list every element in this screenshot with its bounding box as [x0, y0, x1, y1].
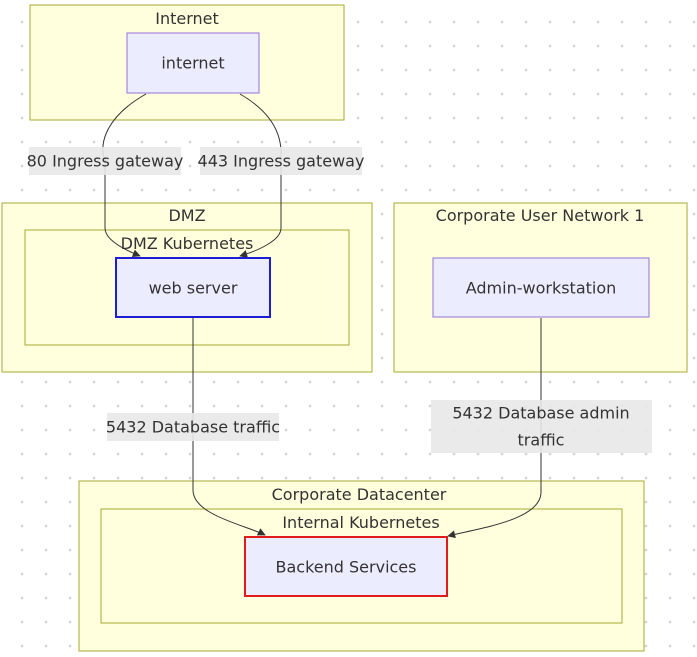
node-web-server[interactable]: web server — [115, 257, 271, 318]
node-admin-workstation-label: Admin-workstation — [466, 279, 617, 298]
cluster-internet: Internet — [29, 4, 345, 121]
edge-label-database-admin-line2: traffic — [518, 431, 565, 450]
edge-label-database-admin-traffic: 5432 Database admin traffic — [431, 400, 652, 453]
edge-database-traffic — [192, 318, 266, 536]
node-web-server-label: web server — [149, 279, 238, 298]
cluster-label-dmz: DMZ — [168, 206, 205, 225]
node-admin-workstation[interactable]: Admin-workstation — [432, 257, 650, 318]
node-backend-services-label: Backend Services — [276, 558, 417, 577]
cluster-label-internet: Internet — [155, 9, 219, 28]
edge-label-https-ingress: 443 Ingress gateway — [198, 147, 365, 175]
node-internet[interactable]: internet — [126, 32, 260, 94]
edge-label-database-traffic-text: 5432 Database traffic — [106, 418, 280, 437]
cluster-label-corporate-datacenter: Corporate Datacenter — [272, 485, 447, 504]
cluster-label-corporate-user-network: Corporate User Network 1 — [436, 206, 645, 225]
edge-label-https-ingress-text: 443 Ingress gateway — [198, 152, 365, 171]
node-internet-label: internet — [161, 54, 224, 73]
edge-label-http-ingress-text: 80 Ingress gateway — [27, 152, 184, 171]
edge-database-admin-traffic — [447, 318, 542, 539]
edge-label-database-traffic: 5432 Database traffic — [106, 413, 280, 441]
edge-label-database-admin-line1: 5432 Database admin — [452, 404, 629, 423]
cluster-label-dmz-kubernetes: DMZ Kubernetes — [121, 234, 254, 253]
cluster-label-internal-kubernetes: Internal Kubernetes — [282, 513, 439, 532]
edge-label-http-ingress: 80 Ingress gateway — [27, 147, 184, 175]
node-backend-services[interactable]: Backend Services — [244, 536, 448, 597]
